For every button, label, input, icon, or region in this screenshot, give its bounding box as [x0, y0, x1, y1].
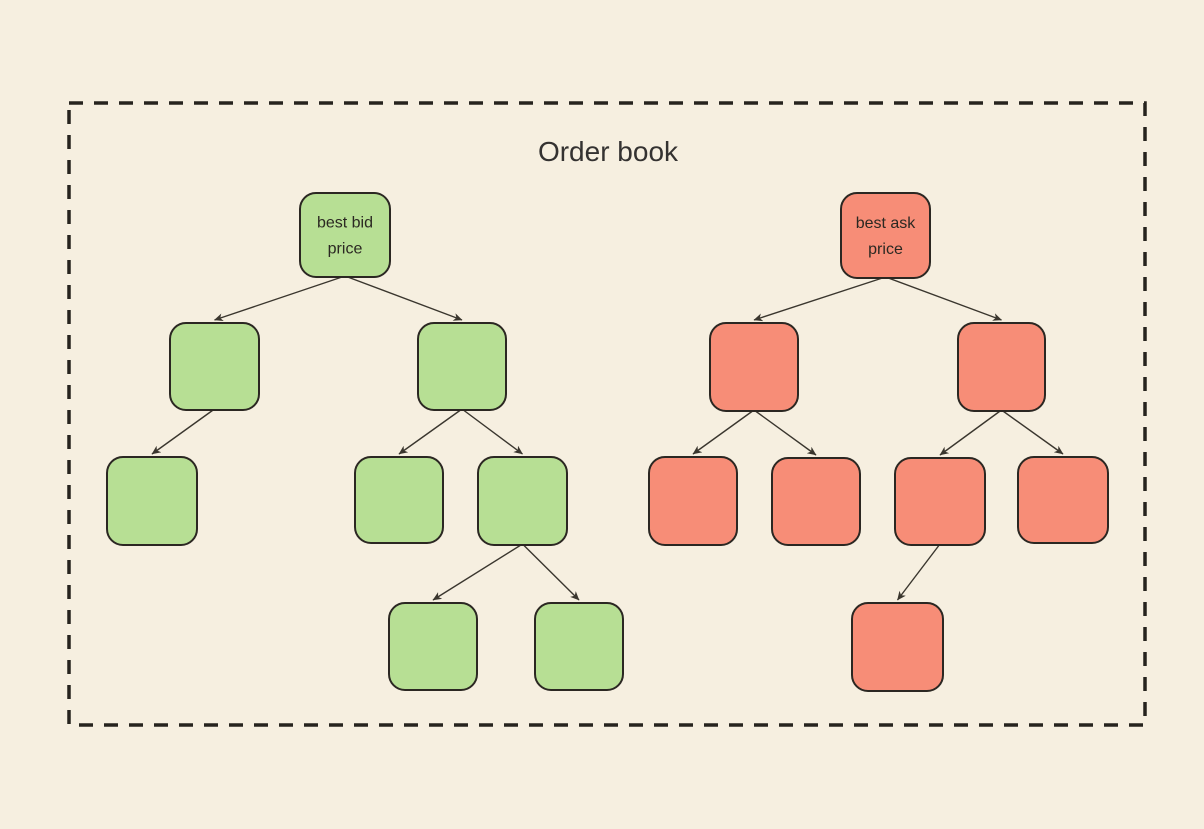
ask-price-level-box	[840, 192, 931, 279]
node-ask-r-l	[894, 457, 986, 546]
node-ask-r-l-l	[851, 602, 944, 692]
edge-bid-l-to-bid-l-l	[151, 408, 215, 455]
dashed-frame	[67, 101, 1147, 727]
edge-ask-root-to-ask-l	[753, 276, 886, 322]
edge-bid-r-to-bid-r-r	[461, 408, 523, 455]
ask-price-level-box	[957, 322, 1046, 412]
edge-ask-l-to-ask-l-l	[692, 409, 755, 455]
node-bid-r-r-l	[388, 602, 478, 691]
bid-price-level-box	[417, 322, 507, 411]
node-bid-l	[169, 322, 260, 411]
edge-ask-r-l-to-ask-r-l-l	[896, 543, 941, 601]
node-bid-r	[417, 322, 507, 411]
edges-layer	[151, 275, 1064, 601]
edge-bid-root-to-bid-l	[214, 275, 346, 322]
edge-bid-root-to-bid-r	[344, 275, 463, 321]
node-bid-r-r-r	[534, 602, 624, 691]
node-bid-r-r	[477, 456, 568, 546]
node-bid-r-l	[354, 456, 444, 544]
bid-price-level-box	[354, 456, 444, 544]
node-ask-l-l	[648, 456, 738, 546]
ask-price-level-box	[648, 456, 738, 546]
node-ask-r-r	[1017, 456, 1109, 544]
edge-ask-r-to-ask-r-r	[1001, 409, 1064, 455]
bid-price-level-box	[169, 322, 260, 411]
bid-price-level-box	[388, 602, 478, 691]
edge-bid-r-r-to-bid-r-r-r	[522, 543, 580, 601]
bid-price-level-box	[106, 456, 198, 546]
edge-bid-r-to-bid-r-l	[398, 408, 463, 455]
node-bid-l-l	[106, 456, 198, 546]
ask-price-level-box	[771, 457, 861, 546]
edge-bid-r-r-to-bid-r-r-l	[432, 543, 523, 601]
ask-price-level-box	[1017, 456, 1109, 544]
bid-price-level-box	[477, 456, 568, 546]
edge-ask-l-to-ask-l-r	[753, 409, 817, 456]
bid-price-level-box	[299, 192, 391, 278]
ask-price-level-box	[709, 322, 799, 412]
ask-price-level-box	[894, 457, 986, 546]
node-ask-r	[957, 322, 1046, 412]
ask-price-level-box	[851, 602, 944, 692]
diagram-title: Order book	[538, 136, 679, 167]
node-ask-l	[709, 322, 799, 412]
edge-ask-r-to-ask-r-l	[939, 409, 1002, 456]
node-ask-l-r	[771, 457, 861, 546]
edge-ask-root-to-ask-r	[885, 276, 1002, 321]
bid-price-level-box	[534, 602, 624, 691]
